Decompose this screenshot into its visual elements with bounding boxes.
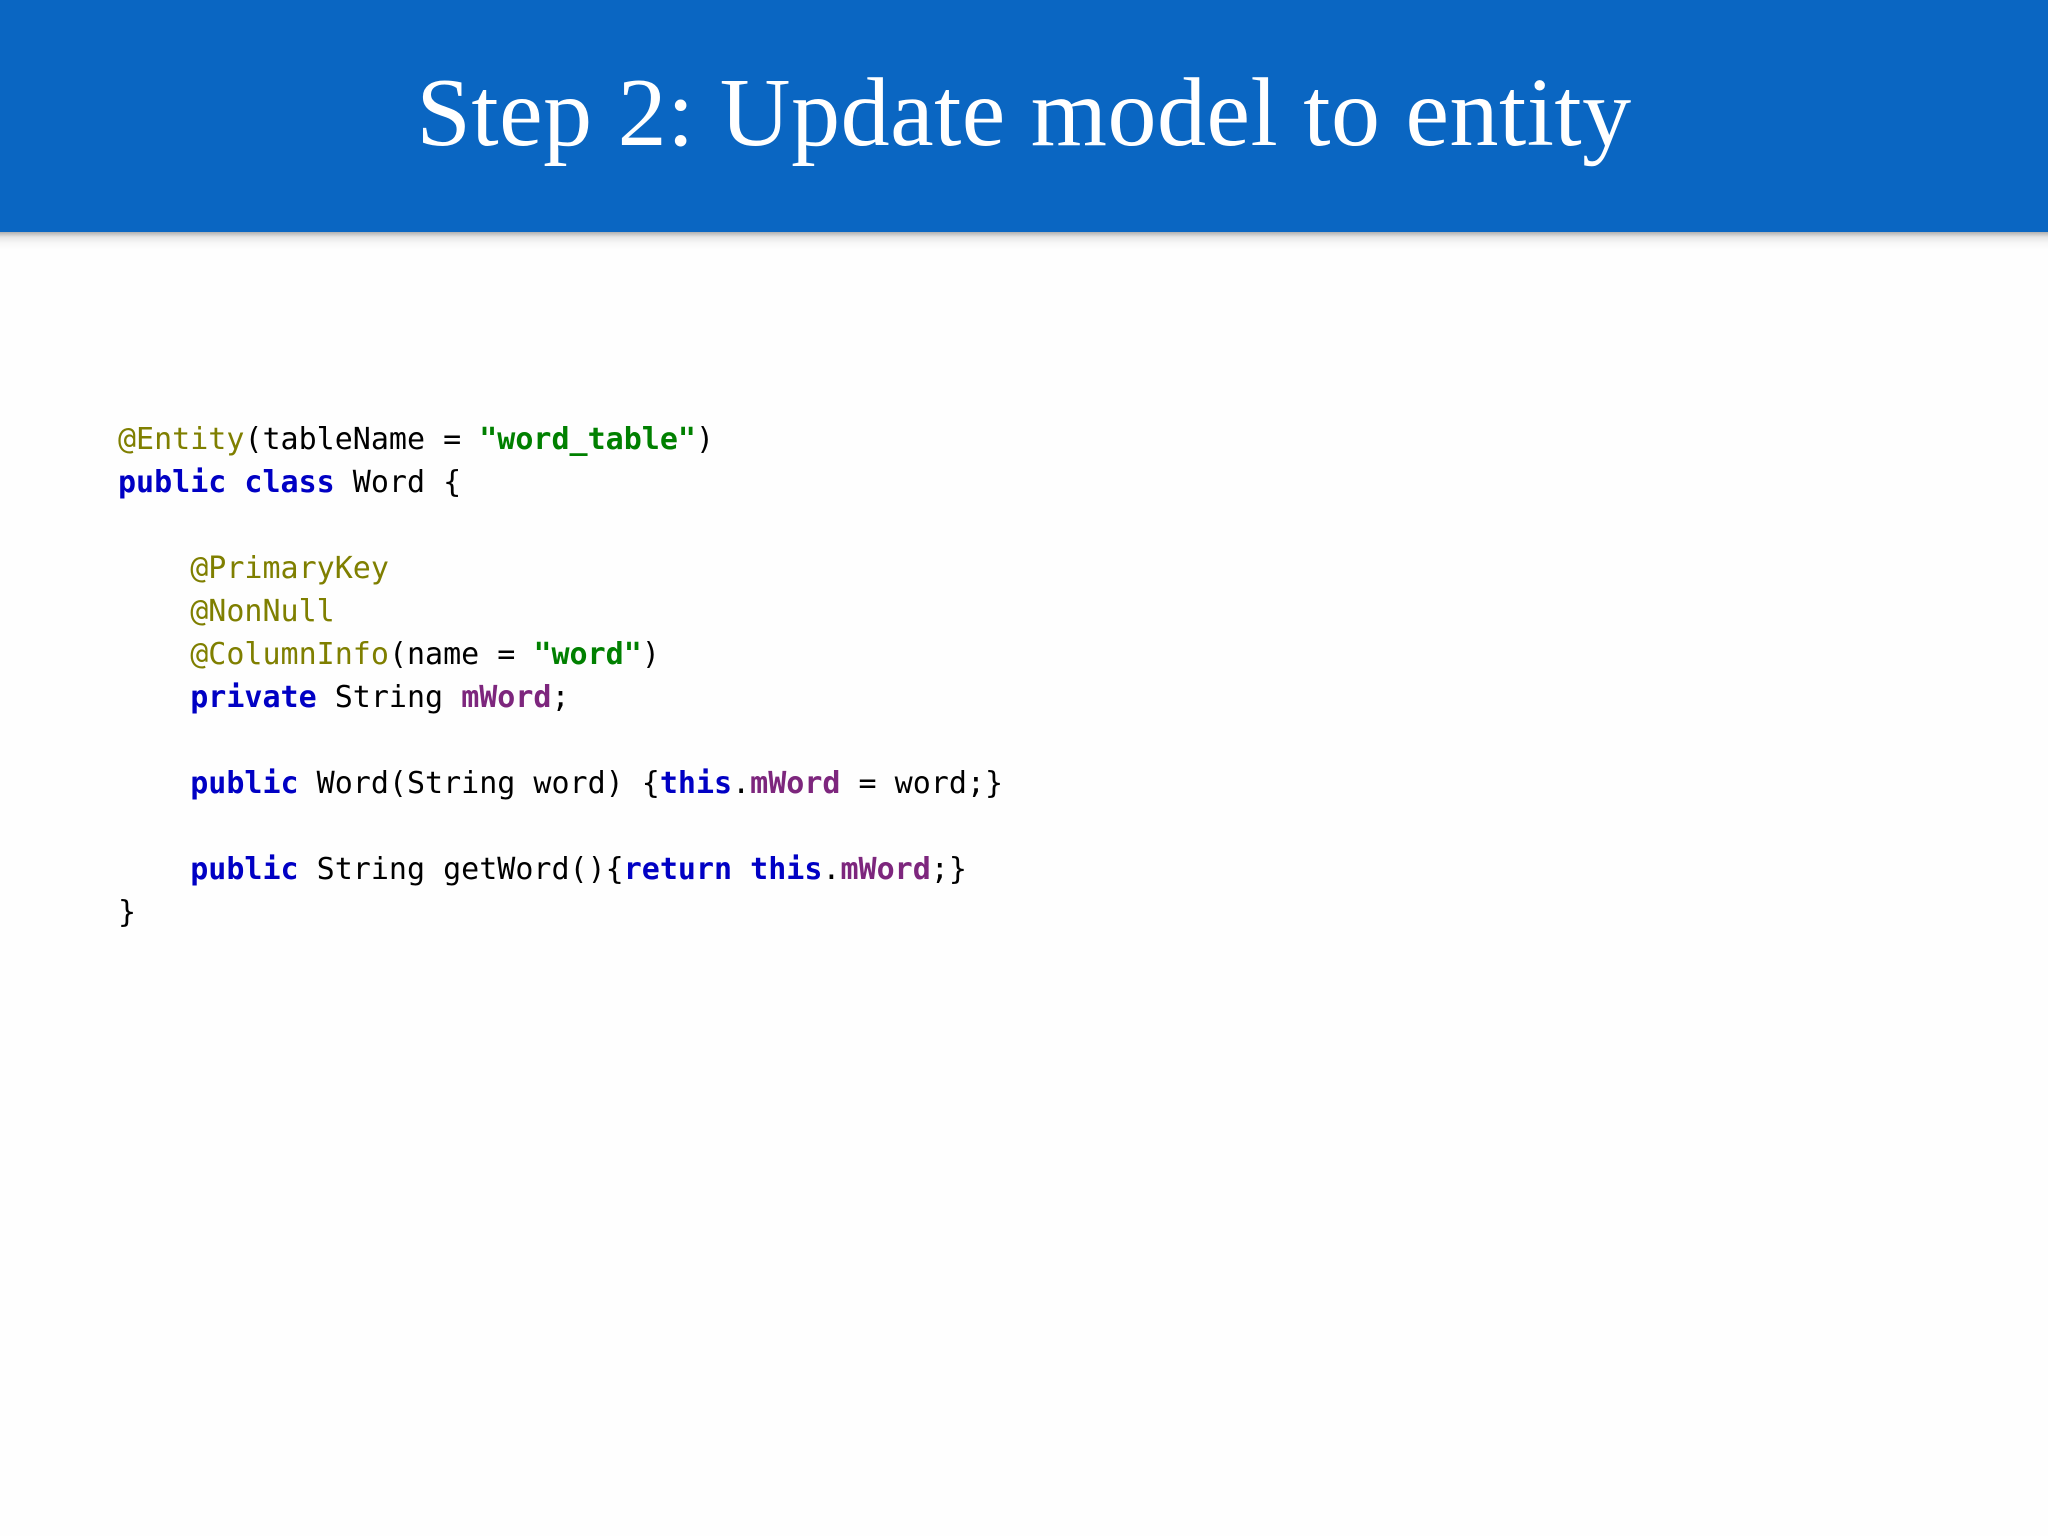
code-token-plain [118,637,190,672]
code-token-str: "word" [533,637,642,672]
code-token-field: mWord [750,766,841,801]
code-token-plain: String [316,680,462,715]
code-token-anno: @PrimaryKey [190,551,389,586]
code-line: @Entity(tableName = "word_table") [118,418,1003,461]
code-token-plain: ) [696,422,715,457]
code-line: @ColumnInfo(name = "word") [118,633,1003,676]
slide-title-bar: Step 2: Update model to entity [0,0,2048,232]
code-token-plain: Word(String word) { [298,766,660,801]
code-line: private String mWord; [118,676,1003,719]
code-token-plain [118,551,190,586]
code-line [118,719,1003,762]
code-token-field: mWord [840,852,931,887]
code-token-anno: @NonNull [190,594,335,629]
code-line: public class Word { [118,461,1003,504]
code-token-anno: @Entity [118,422,245,457]
code-token-kw: private [190,680,317,715]
code-token-plain [118,852,190,887]
code-token-anno: @ColumnInfo [190,637,389,672]
code-line: public Word(String word) {this.mWord = w… [118,762,1003,805]
code-line: @PrimaryKey [118,547,1003,590]
code-token-plain [118,680,190,715]
code-token-plain: = word;} [840,766,1004,801]
code-token-kw: public [190,766,299,801]
code-line [118,805,1003,848]
code-token-kw: public class [118,465,335,500]
code-snippet: @Entity(tableName = "word_table")public … [118,418,1003,934]
code-token-plain: (name = [388,637,534,672]
code-token-plain: } [118,895,137,930]
code-token-plain: Word { [334,465,462,500]
code-token-plain: . [822,852,841,887]
code-line: public String getWord(){return this.mWor… [118,848,1003,891]
code-token-kw: return this [623,852,823,887]
code-line: @NonNull [118,590,1003,633]
code-token-plain [118,766,190,801]
title-bar-shadow [0,232,2048,250]
code-token-plain: String getWord(){ [298,852,624,887]
code-token-field: mWord [461,680,552,715]
code-token-kw: this [659,766,733,801]
code-token-plain: ) [641,637,660,672]
code-token-plain [118,594,190,629]
code-line: } [118,891,1003,934]
code-token-kw: public [190,852,299,887]
code-token-plain: ;} [930,852,967,887]
code-line [118,504,1003,547]
code-token-plain: . [732,766,751,801]
code-token-plain: ; [551,680,570,715]
code-token-str: "word_table" [479,422,696,457]
code-token-plain: (tableName = [244,422,480,457]
page-title: Step 2: Update model to entity [416,58,1632,167]
